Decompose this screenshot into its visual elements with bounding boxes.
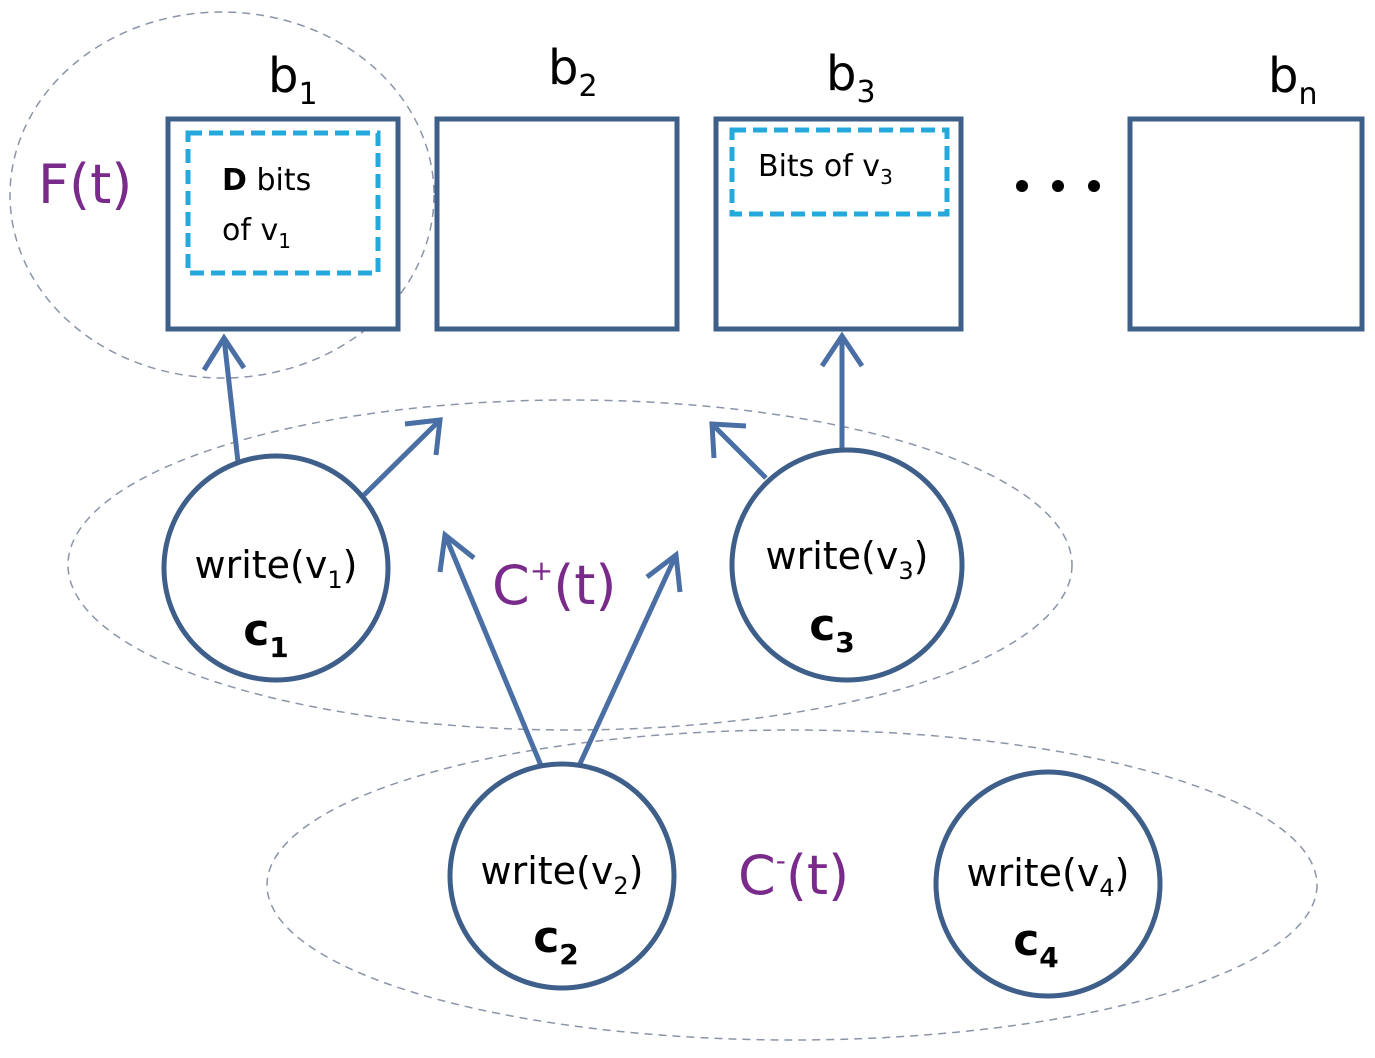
client-c1-name: c1 bbox=[243, 605, 289, 664]
block-b3-inner-bits bbox=[729, 127, 950, 217]
client-c3: write(v3) c3 bbox=[729, 447, 965, 683]
client-c4-op: write(v4) bbox=[967, 851, 1130, 902]
set-label-c-plus: C+(t) bbox=[492, 554, 617, 617]
set-label-f: F(t) bbox=[38, 153, 132, 216]
block-b3: Bits of v3 bbox=[713, 116, 964, 332]
block-b2 bbox=[434, 116, 680, 332]
block-b1-inner-line1: D bits bbox=[222, 163, 311, 198]
set-label-c-minus: C-(t) bbox=[738, 844, 849, 907]
block-b1: D bits of v1 bbox=[165, 116, 401, 332]
client-c2: write(v2) c2 bbox=[447, 761, 677, 991]
client-c2-op: write(v2) bbox=[481, 849, 644, 900]
arrow-c2-right bbox=[575, 550, 683, 770]
set-f-ellipse bbox=[9, 11, 435, 379]
block-bn bbox=[1127, 116, 1365, 332]
ellipsis-dots bbox=[1016, 180, 1100, 192]
block-b1-inner-bits bbox=[185, 130, 381, 276]
block-b1-inner-line2: of v1 bbox=[222, 213, 291, 253]
block-label-bn: bn bbox=[1268, 48, 1317, 112]
client-c3-name: c3 bbox=[809, 600, 855, 659]
arrow-c3-to-b3 bbox=[819, 331, 865, 455]
client-c1-op: write(v1) bbox=[195, 543, 358, 594]
client-c4: write(v4) c4 bbox=[933, 769, 1163, 999]
arrow-c1-to-b2 bbox=[362, 417, 443, 497]
client-c3-op: write(v3) bbox=[766, 534, 929, 585]
client-c1: write(v1) c1 bbox=[161, 453, 391, 683]
block-label-b3: b3 bbox=[826, 46, 876, 110]
arrow-c2-left bbox=[437, 530, 545, 769]
block-label-b1: b1 bbox=[268, 48, 318, 112]
set-c-plus-ellipse bbox=[67, 399, 1073, 731]
arrow-c3-to-b2 bbox=[709, 421, 768, 480]
set-c-minus-ellipse bbox=[266, 729, 1318, 1041]
client-c4-name: c4 bbox=[1013, 915, 1059, 974]
client-c2-name: c2 bbox=[533, 912, 579, 971]
arrow-c1-to-b1 bbox=[201, 333, 247, 463]
block-label-b2: b2 bbox=[548, 40, 598, 104]
block-b3-inner-text: Bits of v3 bbox=[758, 149, 893, 189]
